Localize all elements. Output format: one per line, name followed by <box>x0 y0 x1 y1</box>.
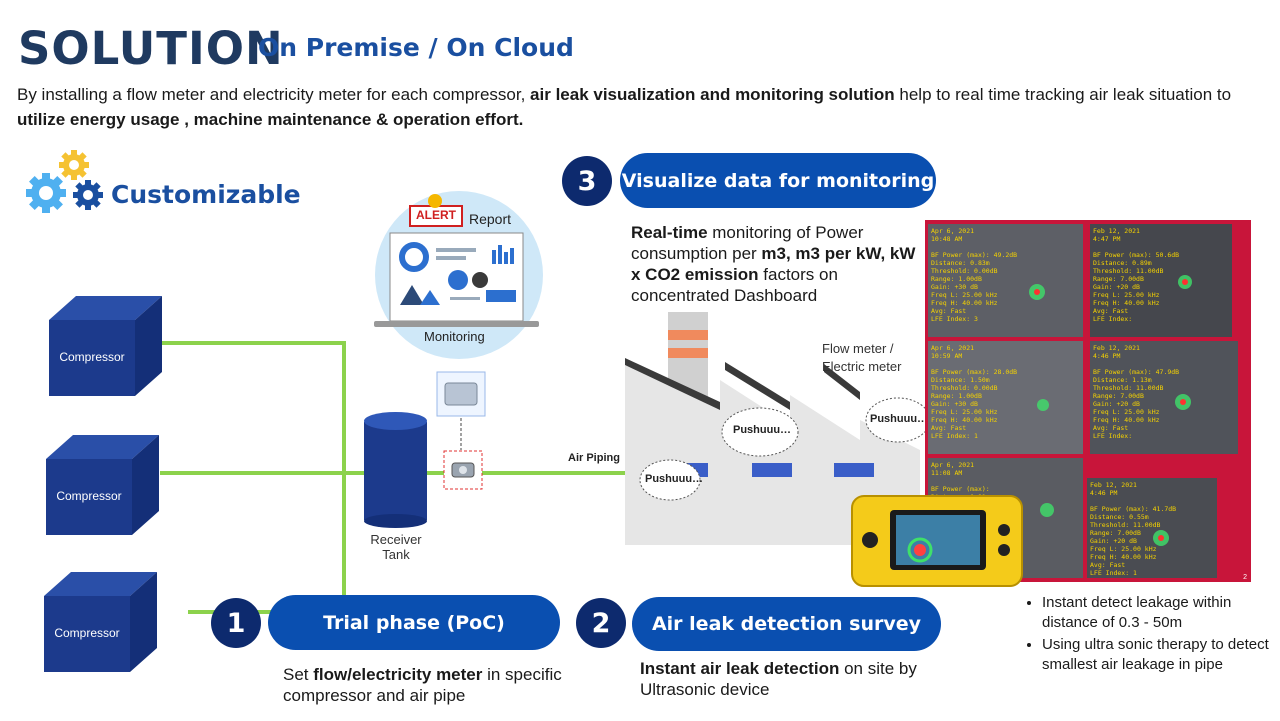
photo-4: Feb 12, 2021 4:46 PM BF Power (max): 47.… <box>1090 341 1238 454</box>
step-2-pill: Air leak detection survey <box>632 597 941 651</box>
flow-meter-device <box>443 450 483 490</box>
gateway-device <box>436 371 486 450</box>
step-2-number: 2 <box>576 598 626 648</box>
air-piping-label: Air Piping <box>568 452 620 464</box>
customizable-label: Customizable <box>111 180 301 209</box>
step-1-description: Set flow/electricity meter in specific c… <box>283 664 563 706</box>
intro-paragraph: By installing a flow meter and electrici… <box>17 82 1267 132</box>
report-label: Report <box>469 211 512 227</box>
leak-sound-2: Pushuuu… <box>870 413 929 425</box>
monitoring-laptop <box>374 191 543 359</box>
photo-1: Apr 6, 2021 10:48 AM BF Power (max): 49.… <box>928 224 1083 337</box>
photo-1-overlay: Apr 6, 2021 10:48 AM BF Power (max): 49.… <box>931 227 1018 323</box>
alert-label: ALERT <box>416 208 456 222</box>
flow-meter-label: Flow meter / Electric meter <box>822 341 902 374</box>
gears-icon <box>26 150 103 213</box>
feature-bullets: Instant detect leakage within distance o… <box>1025 593 1280 677</box>
compressor-label-1: Compressor <box>59 350 125 364</box>
page-title: SOLUTION <box>18 22 284 75</box>
photo-page-number: 2 <box>1243 574 1247 581</box>
step-3-number: 3 <box>562 156 612 206</box>
receiver-tank <box>364 412 427 528</box>
step-1-number: 1 <box>211 598 261 648</box>
ultrasonic-detector-device <box>851 495 1023 587</box>
step-2-description: Instant air leak detection on site by Ul… <box>640 658 950 700</box>
leak-heat-spots <box>1029 275 1192 546</box>
photo-4-overlay: Feb 12, 2021 4:46 PM BF Power (max): 47.… <box>1093 344 1180 440</box>
step-1-pill: Trial phase (PoC) <box>268 595 560 650</box>
step-3-desc-bold-1: Real-time <box>631 223 708 242</box>
leak-sound-1: Pushuuu… <box>733 424 792 436</box>
intro-bold-2: utilize energy usage , machine maintenan… <box>17 110 524 129</box>
step-2-desc-bold: Instant air leak detection <box>640 659 840 678</box>
compressor-cube-3 <box>44 572 157 672</box>
step-1-desc-text-1: Set <box>283 665 314 684</box>
leak-cloud-3 <box>639 459 701 501</box>
intro-text-1: By installing a flow meter and electrici… <box>17 85 531 104</box>
photo-3-overlay: Apr 6, 2021 10:59 AM BF Power (max): 28.… <box>931 344 1018 440</box>
step-3-description: Real-time monitoring of Power consumptio… <box>631 222 921 306</box>
photo-2: Feb 12, 2021 4:47 PM BF Power (max): 50.… <box>1090 224 1232 337</box>
step-3-pill: Visualize data for monitoring <box>620 153 936 208</box>
page-subtitle: On Premise / On Cloud <box>258 33 574 62</box>
step-3-desc-text-2: factors on concentrated Dashboard <box>631 265 838 305</box>
step-3-desc-text-1: monitoring of Power consumption per <box>631 223 864 263</box>
compressor-cube-2 <box>46 435 159 535</box>
step-3-desc-bold-2: m3, m3 per kW, kW x CO2 emission <box>631 244 916 284</box>
photo-2-overlay: Feb 12, 2021 4:47 PM BF Power (max): 50.… <box>1093 227 1180 323</box>
compressor-label-2: Compressor <box>56 489 122 503</box>
intro-bold-1: air leak visualization and monitoring so… <box>530 85 895 104</box>
bullet-item: Instant detect leakage within distance o… <box>1042 593 1280 633</box>
compressor-cube-1 <box>49 296 162 396</box>
photo-6: Feb 12, 2021 4:46 PM BF Power (max): 41.… <box>1087 478 1217 578</box>
step-1-desc-bold: flow/electricity meter <box>313 665 483 684</box>
monitoring-label: Monitoring <box>424 329 485 344</box>
leak-sound-3: Pushuuu… <box>645 473 704 485</box>
photo-3: Apr 6, 2021 10:59 AM BF Power (max): 28.… <box>928 341 1083 454</box>
bullet-item: Using ultra sonic therapy to detect smal… <box>1042 635 1280 675</box>
step-2-desc-text: on site by Ultrasonic device <box>640 659 917 699</box>
compressor-label-3: Compressor <box>54 626 120 640</box>
leak-cloud-1 <box>721 407 799 457</box>
receiver-tank-label: Receiver Tank <box>370 532 422 562</box>
intro-text-2: help to real time tracking air leak situ… <box>894 85 1232 104</box>
step-1-desc-text-2: in specific compressor and air pipe <box>283 665 562 705</box>
photo-6-overlay: Feb 12, 2021 4:46 PM BF Power (max): 41.… <box>1090 481 1177 577</box>
